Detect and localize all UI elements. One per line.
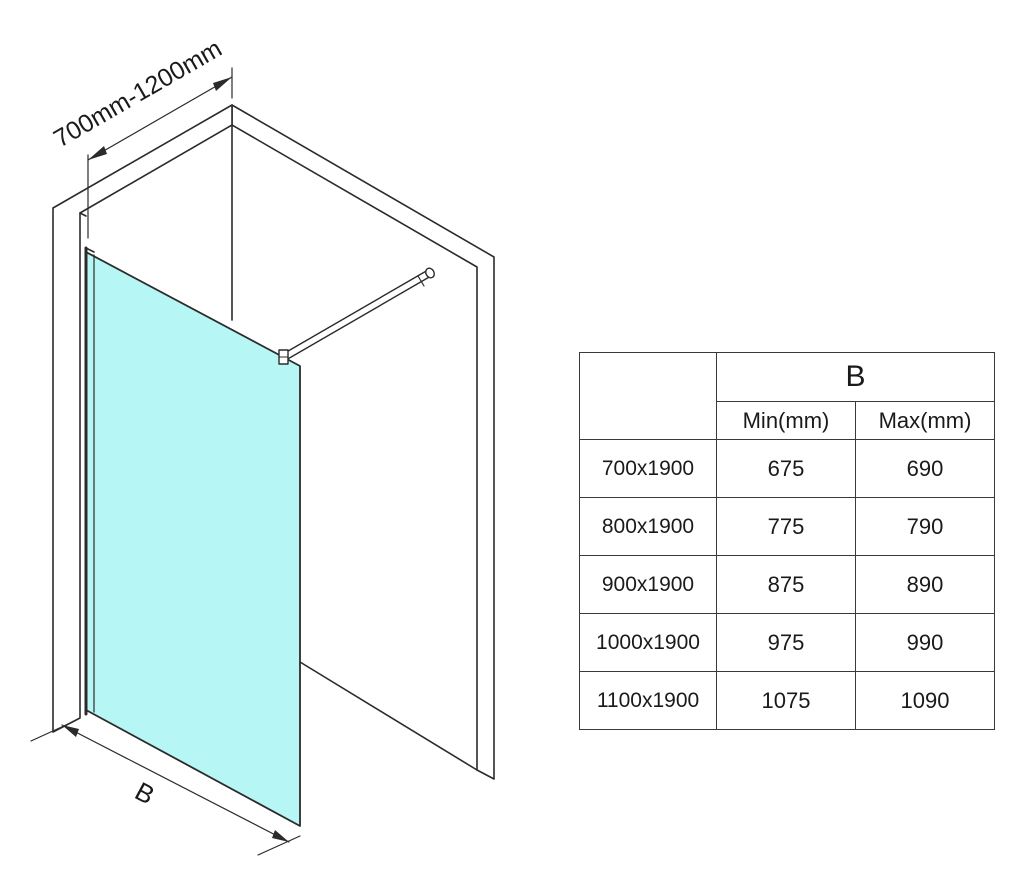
table-row: 700x1900 675 690 — [579, 439, 996, 498]
support-arm — [278, 267, 435, 365]
glass-panel — [84, 246, 301, 827]
table-subheader-row: Min(mm) Max(mm) — [580, 401, 996, 440]
table-corner-cell — [579, 352, 717, 440]
table-row: 800x1900 775 790 — [579, 497, 996, 556]
size-cell: 1000x1900 — [579, 613, 717, 672]
max-cell: 790 — [854, 497, 996, 556]
side-wall — [52, 104, 233, 733]
max-cell: 1090 — [854, 671, 996, 730]
size-cell: 1100x1900 — [579, 671, 717, 730]
table-row: 1100x1900 1075 1090 — [579, 671, 996, 730]
size-cell: 800x1900 — [579, 497, 717, 556]
top-dimension — [87, 67, 233, 239]
panel-dimension-label: B — [130, 776, 159, 811]
size-cell: 700x1900 — [579, 439, 717, 498]
bottom-dimension — [30, 724, 301, 856]
size-cell: 900x1900 — [579, 555, 717, 614]
table-header-row: B — [579, 352, 996, 440]
table-row: 900x1900 875 890 — [579, 555, 996, 614]
table-row: 1000x1900 975 990 — [579, 613, 996, 672]
min-cell: 775 — [716, 497, 856, 556]
min-cell: 1075 — [716, 671, 856, 730]
size-table: B Min(mm) Max(mm) 700x1900 675 690 800x1… — [579, 352, 996, 730]
min-cell: 875 — [716, 555, 856, 614]
min-cell: 975 — [716, 613, 856, 672]
column-group-header: B — [715, 352, 996, 402]
min-cell: 675 — [716, 439, 856, 498]
column-header-max: Max(mm) — [854, 401, 996, 440]
max-cell: 690 — [854, 439, 996, 498]
column-header-min: Min(mm) — [716, 401, 856, 440]
max-cell: 890 — [854, 555, 996, 614]
max-cell: 990 — [854, 613, 996, 672]
floor-lines — [299, 661, 478, 771]
